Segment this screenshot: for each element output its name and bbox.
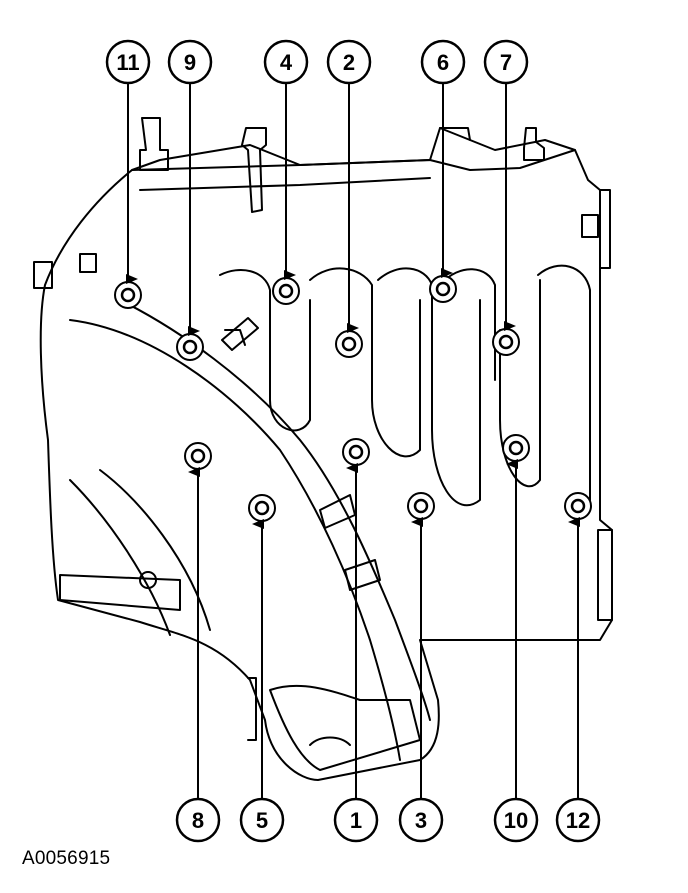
callout-number-6: 6 [437, 50, 449, 75]
bolt-hole-11 [120, 287, 136, 303]
callout-group: 11 9 4 2 6 7 8 5 1 3 10 12 [105, 39, 601, 843]
callout-number-3: 3 [415, 808, 427, 833]
callout-number-12: 12 [566, 808, 590, 833]
leader-lines [126, 83, 580, 799]
bolt-hole-6 [435, 281, 451, 297]
top-fitting-left [139, 117, 169, 171]
runner-3 [377, 267, 481, 507]
top-fitting-mid [241, 127, 267, 213]
bolt-hole-1 [348, 444, 364, 460]
manifold-body [33, 117, 613, 781]
callout-number-5: 5 [256, 808, 268, 833]
callout-circle-7 [483, 39, 529, 85]
bolt-hole-5 [254, 500, 270, 516]
bolt-hole-4 [278, 283, 294, 299]
callout-circle-10 [493, 797, 539, 843]
callout-circle-2 [326, 39, 372, 85]
bolt-hole-8 [190, 448, 206, 464]
bolt-group [114, 275, 592, 522]
plenum-rail [131, 149, 576, 171]
callout-number-11: 11 [116, 50, 139, 75]
top-fitting-right [523, 127, 545, 161]
runner-1 [219, 269, 311, 432]
figure-id-label: A0056915 [22, 848, 111, 869]
inlet-mouth [269, 684, 421, 771]
hose-nipple [221, 317, 259, 351]
bolt-hole-12 [570, 498, 586, 514]
runner-5 [537, 264, 591, 501]
callout-number-9: 9 [184, 50, 196, 75]
callout-number-2: 2 [343, 50, 355, 75]
callout-circle-12 [555, 797, 601, 843]
manifold-outline [39, 127, 613, 781]
bolt-hole-10 [508, 440, 524, 456]
callout-circle-11 [105, 39, 151, 85]
bolt-hole-7 [498, 334, 514, 350]
callout-circle-3 [398, 797, 444, 843]
callout-circle-9 [167, 39, 213, 85]
bolt-hole-2 [341, 336, 357, 352]
callout-circle-6 [420, 39, 466, 85]
bolt-hole-9 [182, 339, 198, 355]
bolt-hole-3 [413, 498, 429, 514]
callout-number-8: 8 [192, 808, 204, 833]
callout-number-10: 10 [504, 808, 528, 833]
callout-number-7: 7 [500, 50, 512, 75]
runner-2 [309, 267, 421, 458]
callout-circle-5 [239, 797, 285, 843]
callout-circle-8 [175, 797, 221, 843]
callout-number-4: 4 [280, 50, 293, 75]
callout-circle-1 [333, 797, 379, 843]
callout-circle-4 [263, 39, 309, 85]
callout-number-1: 1 [350, 808, 362, 833]
